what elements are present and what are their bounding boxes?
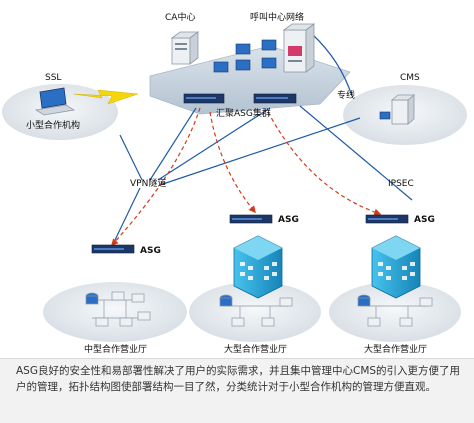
dedicated-line-label: 专线: [337, 89, 355, 101]
hall-center-pcs-icon: [219, 294, 293, 327]
lightning-icon: [73, 89, 139, 105]
ipsec-label: IPSEC: [388, 179, 414, 189]
asg-center-device-icon: [229, 214, 273, 224]
ca-server-icon: [170, 31, 200, 65]
asg-cluster-label: 汇聚ASG集群: [216, 107, 271, 119]
hall-right-pcs-icon: [357, 294, 433, 327]
hall-right-label: 大型合作营业厅: [364, 343, 427, 355]
asg-left-device-icon: [91, 244, 135, 254]
asg-cluster-devices-icon: [183, 93, 297, 104]
laptop-icon: [34, 87, 76, 116]
call-center-server-icon: [282, 23, 316, 73]
call-center-label: 呼叫中心网络: [250, 11, 304, 23]
asg-right-device-icon: [365, 214, 409, 224]
building-right-icon: [371, 235, 421, 299]
asg-left-label: ASG: [140, 246, 161, 256]
hall-left-base: [43, 282, 187, 342]
vpn-tunnel-label: VPN隧道: [130, 177, 166, 189]
small-org-label: 小型合作机构: [26, 119, 80, 131]
hall-left-label: 中型合作营业厅: [84, 343, 147, 355]
hall-center-label: 大型合作营业厅: [224, 343, 287, 355]
diagram-caption: ASG良好的安全性和易部署性解决了用户的实际需求，并且集中管理中心CMS的引入更…: [0, 358, 474, 423]
asg-center-label: ASG: [278, 215, 299, 225]
hall-left-pcs-icon: [85, 291, 151, 327]
asg-right-label: ASG: [414, 215, 435, 225]
ssl-label: SSL: [45, 73, 61, 83]
building-center-icon: [233, 235, 283, 299]
ca-center-label: CA中心: [165, 11, 195, 23]
cms-server-icon: [379, 94, 416, 125]
dashed-arrows: [111, 107, 382, 247]
vpn-lines: [114, 33, 413, 241]
cms-label: CMS: [400, 73, 420, 83]
call-center-workstations-icon: [213, 39, 277, 73]
network-topology-diagram: CA中心 呼叫中心网络 SSL 小型合作机构 CMS 专线 汇聚ASG集群 VP…: [2, 11, 467, 355]
